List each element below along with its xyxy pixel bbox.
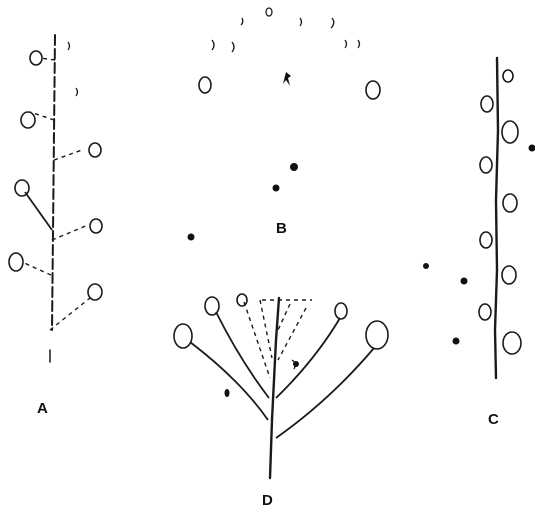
panel-a-flower xyxy=(88,142,102,158)
panel-b-flower xyxy=(344,39,348,49)
panel-c-flower xyxy=(501,120,519,144)
panel-a-branch xyxy=(21,261,52,276)
panel-d-flower xyxy=(236,293,248,307)
panel-d-drawing xyxy=(173,293,389,480)
panel-d-dot xyxy=(224,389,230,397)
panel-c-flower xyxy=(479,231,493,249)
panel-c-flower xyxy=(502,331,522,355)
panel-a-flower xyxy=(89,218,103,234)
panel-d-branch xyxy=(275,347,375,439)
panel-d-branch xyxy=(277,307,307,361)
panel-c-flower xyxy=(480,95,494,113)
panel-a-label: A xyxy=(37,400,48,417)
panel-b-flower xyxy=(299,17,303,27)
panel-b-flower xyxy=(231,41,235,53)
panel-b-dot xyxy=(290,163,298,171)
panel-d-branch xyxy=(259,299,273,359)
panel-a-flower xyxy=(8,252,24,272)
panel-b-flower xyxy=(198,76,212,94)
panel-c-label: C xyxy=(488,411,499,428)
panel-d-branch xyxy=(275,317,341,399)
panel-a-bud xyxy=(67,41,71,51)
panel-d-flower xyxy=(204,296,220,316)
panel-c-dot xyxy=(423,263,429,269)
panel-d-dot xyxy=(293,361,299,367)
panel-d-branch xyxy=(243,301,271,379)
panel-d-main-axis xyxy=(268,296,281,480)
panel-a-branch xyxy=(51,224,89,241)
panel-d-branch xyxy=(189,341,269,421)
panel-b-center-mark xyxy=(283,72,291,86)
panel-c-flower xyxy=(501,265,517,285)
panel-a-flower xyxy=(87,283,103,301)
panel-b-flower xyxy=(265,7,273,17)
panel-b-dot xyxy=(272,184,280,192)
panel-c-main-axis xyxy=(493,56,500,380)
panel-c-drawing xyxy=(423,56,535,380)
panel-a-branch xyxy=(53,149,83,161)
panel-c-dot xyxy=(528,144,535,152)
panel-b-flower xyxy=(211,39,215,51)
panel-b-drawing xyxy=(187,7,381,241)
panel-c-flower xyxy=(479,156,493,174)
panel-c-flower xyxy=(502,193,518,213)
panel-a-main-axis xyxy=(51,34,56,331)
panel-d-label: D xyxy=(262,492,273,509)
panel-c-dot xyxy=(460,277,468,285)
panel-b-flower xyxy=(357,39,361,49)
panel-c-flower xyxy=(502,69,514,83)
panel-c-flower xyxy=(478,303,492,321)
panel-a-flower xyxy=(20,111,36,129)
panel-a-flower xyxy=(29,50,43,66)
panel-a-flower xyxy=(14,179,30,197)
panel-b-flower xyxy=(330,17,335,29)
panel-d-branch xyxy=(277,303,291,331)
panel-a-branch xyxy=(49,297,91,331)
panel-b-flower xyxy=(365,80,381,100)
panel-a-bud xyxy=(75,87,79,97)
panel-a-branch xyxy=(24,191,53,231)
panel-a-branch xyxy=(39,57,56,61)
panel-d-flower xyxy=(173,323,193,349)
panel-d-flower xyxy=(365,320,389,350)
panel-b-flower xyxy=(240,17,244,26)
panel-d-flower xyxy=(334,302,348,320)
panel-a-drawing xyxy=(8,34,103,363)
panel-b-label: B xyxy=(276,220,287,237)
panel-b-dot xyxy=(187,233,195,241)
panel-d-branch xyxy=(215,311,270,399)
panel-c-dot xyxy=(452,337,460,345)
